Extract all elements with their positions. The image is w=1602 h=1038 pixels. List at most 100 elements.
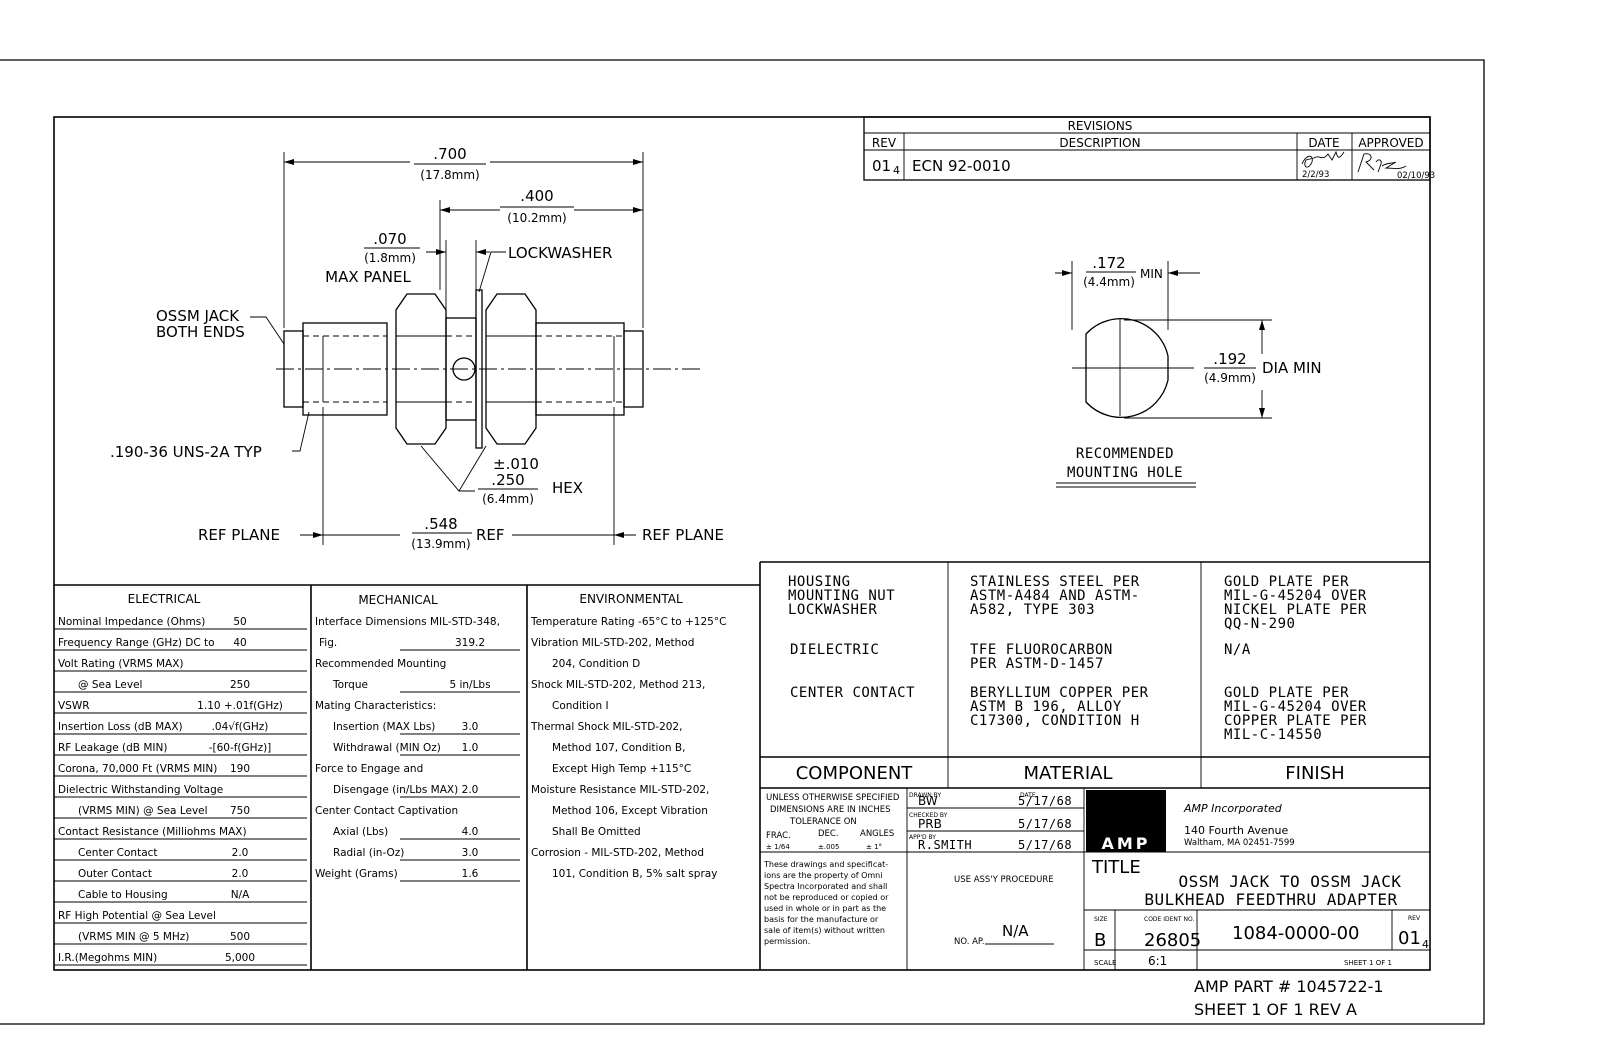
material-text: ASTM B 196, ALLOY bbox=[970, 699, 1122, 715]
hole-caption-1: RECOMMENDED bbox=[1076, 446, 1174, 462]
drawn-date: 5/17/68 bbox=[1018, 794, 1072, 808]
electrical-row-label: VSWR bbox=[58, 700, 90, 712]
electrical-row-label: Nominal Impedance (Ohms) bbox=[58, 616, 205, 628]
environmental-title: ENVIRONMENTAL bbox=[579, 592, 683, 606]
electrical-row-value: 750 bbox=[230, 805, 250, 817]
property-note-line: permission. bbox=[764, 937, 810, 946]
finish-text: QQ-N-290 bbox=[1224, 616, 1295, 632]
property-note-line: Spectra Incorporated and shall bbox=[764, 882, 887, 891]
code-ident-label: CODE IDENT NO. bbox=[1144, 916, 1194, 923]
company-name: AMP Incorporated bbox=[1183, 802, 1283, 815]
mechanical-row-label: Interface Dimensions MIL-STD-348, bbox=[315, 616, 500, 628]
environmental-row: 101, Condition B, 5% salt spray bbox=[552, 868, 717, 880]
component-text: HOUSING bbox=[788, 574, 851, 590]
environmental-row: Method 106, Except Vibration bbox=[552, 805, 708, 817]
hex-label: HEX bbox=[552, 479, 583, 497]
property-note-line: These drawings and specificat- bbox=[763, 860, 888, 869]
mechanical-row-label: Weight (Grams) bbox=[315, 868, 398, 880]
panel-thickness-dim-mm: (1.8mm) bbox=[364, 251, 416, 265]
electrical-row-label: Insertion Loss (dB MAX) bbox=[58, 721, 183, 733]
checked-by: PRB bbox=[918, 817, 942, 831]
hole-dia-dim: .192 bbox=[1213, 350, 1246, 368]
electrical-row-label: RF High Potential @ Sea Level bbox=[58, 910, 216, 922]
electrical-row-value: 1.10 +.01f(GHz) bbox=[197, 700, 283, 712]
title-label: TITLE bbox=[1091, 857, 1141, 878]
environmental-row: Method 107, Condition B, bbox=[552, 742, 685, 754]
tol-angles-label: ANGLES bbox=[860, 829, 894, 839]
material-header: MATERIAL bbox=[1024, 763, 1113, 784]
no-ap-label: NO. AP. bbox=[954, 937, 984, 947]
environmental-row: Moisture Resistance MIL-STD-202, bbox=[531, 784, 709, 796]
amp-logo bbox=[1086, 790, 1166, 852]
ref-plane-left-label: REF PLANE bbox=[198, 526, 280, 544]
finish-text: MIL-C-14550 bbox=[1224, 727, 1322, 743]
mechanical-row-value: 319.2 bbox=[455, 637, 485, 649]
electrical-row-value: -[60-f(GHz)] bbox=[209, 742, 272, 754]
drawing-border bbox=[53, 116, 1431, 971]
rev-label: REV bbox=[1408, 915, 1421, 922]
date-signature bbox=[1301, 150, 1345, 168]
revision-date: 2/2/93 bbox=[1302, 170, 1329, 180]
property-note-line: used in whole or in part as the bbox=[764, 904, 886, 913]
material-text: C17300, CONDITION H bbox=[970, 713, 1140, 729]
electrical-row-label: (VRMS MIN) @ Sea Level bbox=[78, 805, 208, 817]
nut-to-end-dim-mm: (10.2mm) bbox=[507, 211, 566, 225]
materials-table: COMPONENT MATERIAL FINISH HOUSINGMOUNTIN… bbox=[760, 561, 1430, 789]
electrical-row-value: 190 bbox=[230, 763, 250, 775]
panel-thickness-dim: .070 bbox=[373, 230, 406, 248]
hole-flat-dim: .172 bbox=[1092, 254, 1125, 272]
environmental-rows: Temperature Rating -65°C to +125°CVibrat… bbox=[530, 616, 726, 880]
electrical-row-label: Center Contact bbox=[78, 847, 158, 859]
ref-dim: .548 bbox=[424, 515, 457, 533]
hex-dim: .250 bbox=[491, 471, 524, 489]
rev-value: 01 bbox=[1398, 928, 1421, 949]
company-address-2: Waltham, MA 02451-7599 bbox=[1184, 838, 1295, 848]
mechanical-row-label: Disengage (in/Lbs MAX) bbox=[333, 784, 458, 796]
hole-flat-dim-mm: (4.4mm) bbox=[1083, 275, 1135, 289]
environmental-row: Thermal Shock MIL-STD-202, bbox=[530, 721, 682, 733]
sheet-value: SHEET 1 OF 1 bbox=[1344, 959, 1392, 967]
appd-by-label: APP'D BY bbox=[909, 834, 936, 841]
mechanical-row-value: 3.0 bbox=[462, 721, 479, 733]
electrical-row-label: Corona, 70,000 Ft (VRMS MIN) bbox=[58, 763, 217, 775]
property-note: These drawings and specificat-ions are t… bbox=[763, 860, 889, 946]
revision-approved-date: 02/10/93 bbox=[1397, 171, 1435, 181]
hole-caption-2: MOUNTING HOLE bbox=[1067, 465, 1183, 481]
electrical-row-label: Cable to Housing bbox=[78, 889, 168, 901]
title-block: UNLESS OTHERWISE SPECIFIED DIMENSIONS AR… bbox=[760, 788, 1430, 970]
environmental-row: Vibration MIL-STD-202, Method bbox=[531, 637, 694, 649]
checked-by-label: CHECKED BY bbox=[909, 812, 948, 819]
material-text: ASTM-A484 AND ASTM- bbox=[970, 588, 1140, 604]
finish-text: GOLD PLATE PER bbox=[1224, 685, 1349, 701]
electrical-row-label: Dielectric Withstanding Voltage bbox=[58, 784, 223, 796]
mechanical-row-label: Axial (Lbs) bbox=[333, 826, 388, 838]
material-text: PER ASTM-D-1457 bbox=[970, 656, 1104, 672]
drawn-by-label: DRAWN BY bbox=[909, 792, 941, 799]
property-note-line: sale of item(s) without written bbox=[764, 926, 885, 935]
revision-description: ECN 92-0010 bbox=[912, 157, 1011, 175]
electrical-row-label: Contact Resistance (Milliohms MAX) bbox=[58, 826, 247, 838]
outer-frame bbox=[0, 59, 1485, 1025]
electrical-row-value: 40 bbox=[233, 637, 246, 649]
overall-length-dim: .700 bbox=[433, 145, 466, 163]
mechanical-row-label: Torque bbox=[332, 679, 368, 691]
mechanical-row-label: Mating Characteristics: bbox=[315, 700, 436, 712]
lockwasher-label: LOCKWASHER bbox=[508, 244, 612, 262]
finish-text: MIL-G-45204 OVER bbox=[1224, 699, 1367, 715]
tolerance-line-1: UNLESS OTHERWISE SPECIFIED bbox=[766, 793, 900, 803]
hole-dia-dim-mm: (4.9mm) bbox=[1204, 371, 1256, 385]
environmental-row: Corrosion - MIL-STD-202, Method bbox=[531, 847, 704, 859]
date-column-header: DATE bbox=[1308, 136, 1339, 150]
appd-by: R.SMITH bbox=[918, 838, 972, 852]
code-ident-value: 26805 bbox=[1144, 930, 1201, 951]
description-column-header: DESCRIPTION bbox=[1059, 136, 1140, 150]
revision-rev-sub: 4 bbox=[893, 164, 900, 177]
ref-plane-right-label: REF PLANE bbox=[642, 526, 724, 544]
approved-column-header: APPROVED bbox=[1358, 136, 1423, 150]
electrical-row-value: 2.0 bbox=[232, 847, 249, 859]
no-ap-value: N/A bbox=[1002, 922, 1029, 940]
hex-tolerance: ±.010 bbox=[493, 455, 539, 473]
electrical-row-value: 5,000 bbox=[225, 952, 255, 964]
mechanical-row-value: 1.0 bbox=[462, 742, 479, 754]
